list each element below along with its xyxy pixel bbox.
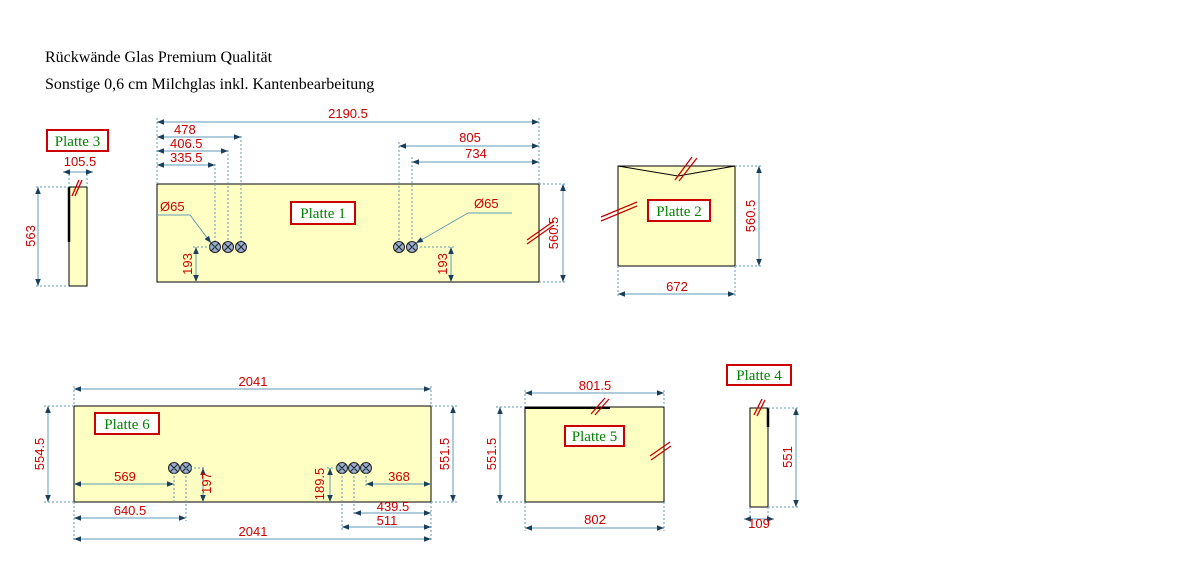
panel-3-width: 105.5 (64, 154, 97, 169)
hole-height-left: 193 (180, 253, 195, 275)
panel-5-height: 551.5 (484, 438, 499, 471)
hole-group-right (393, 241, 418, 253)
cut-mark (526, 220, 555, 241)
panel-4-label-box (726, 364, 792, 386)
panel-2-height: 560.5 (743, 200, 758, 233)
dim-805: 805 (459, 130, 481, 145)
dim-569: 569 (114, 469, 136, 484)
dim-478: 478 (174, 122, 196, 137)
panel-3-shape (68, 186, 88, 287)
hole-height-right: 193 (435, 253, 450, 275)
header-subtitle: Sonstige 0,6 cm Milchglas inkl. Kantenbe… (45, 76, 374, 93)
panel-4-height: 551 (780, 446, 795, 468)
panel-2-width: 672 (666, 279, 688, 294)
dim-197: 197 (199, 472, 214, 494)
panel-3-label: Platte 3 (55, 134, 100, 150)
hole-group-left (209, 241, 247, 253)
panel-1: 2190.5 478 406.5 335.5 805 734 560.5 (156, 106, 566, 283)
panel-2: 560.5 672 Platte 2 (600, 156, 762, 298)
panel-5-label: Platte 5 (572, 429, 617, 445)
dim-406-5: 406.5 (170, 136, 203, 151)
hole-diameter-left: Ø65 (160, 199, 185, 214)
cut-mark (674, 156, 693, 181)
cut-mark (71, 179, 80, 197)
panel-1-label-box (290, 201, 356, 225)
panel-5: 801.5 551.5 802 Platte 5 (484, 378, 672, 531)
cut-mark (590, 397, 606, 415)
panel-5-width-top: 801.5 (579, 378, 612, 393)
dim-368: 368 (388, 469, 410, 484)
panel-6-width-top: 2041 (239, 374, 268, 389)
panel-1-height: 560.5 (546, 217, 561, 250)
panel-5-label-box (564, 425, 625, 447)
panel-4-width: 109 (748, 516, 770, 531)
panel-6-label-box (94, 412, 160, 435)
cut-mark (753, 398, 763, 416)
hole-diameter-right: Ø65 (474, 196, 499, 211)
dim-511: 511 (377, 513, 398, 528)
panel-6-label: Platte 6 (104, 417, 150, 433)
header-title: Rückwände Glas Premium Qualität (45, 49, 273, 66)
panel-4-label: Platte 4 (736, 368, 782, 384)
dim-335-5: 335.5 (170, 150, 203, 165)
panel-3: 105.5 563 Platte 3 (23, 129, 109, 287)
dim-640-5: 640.5 (114, 503, 147, 518)
panel-1-label: Platte 1 (300, 206, 345, 222)
dim-439-5: 439.5 (377, 499, 410, 514)
panel-4: 551 109 Platte 4 (726, 364, 800, 531)
panel-2-label: Platte 2 (656, 204, 701, 220)
panel-1-shape (156, 183, 540, 283)
panel-5-shape (524, 406, 665, 503)
panel-2-label-box (647, 199, 711, 222)
panel-1-width: 2190.5 (328, 106, 368, 121)
panel-3-height: 563 (23, 225, 38, 247)
panel-6-height-right: 551.5 (437, 438, 452, 471)
panel-6: 2041 554.5 551.5 569 (32, 374, 457, 542)
dim-189-5: 189.5 (312, 468, 327, 501)
dim-734: 734 (465, 146, 487, 161)
panel-4-shape (749, 407, 769, 508)
panel-6-width-bottom: 2041 (239, 524, 268, 539)
panel-5-width-bottom: 802 (584, 512, 606, 527)
panel-3-label-box (46, 129, 109, 152)
panel-6-height-left: 554.5 (32, 438, 47, 471)
